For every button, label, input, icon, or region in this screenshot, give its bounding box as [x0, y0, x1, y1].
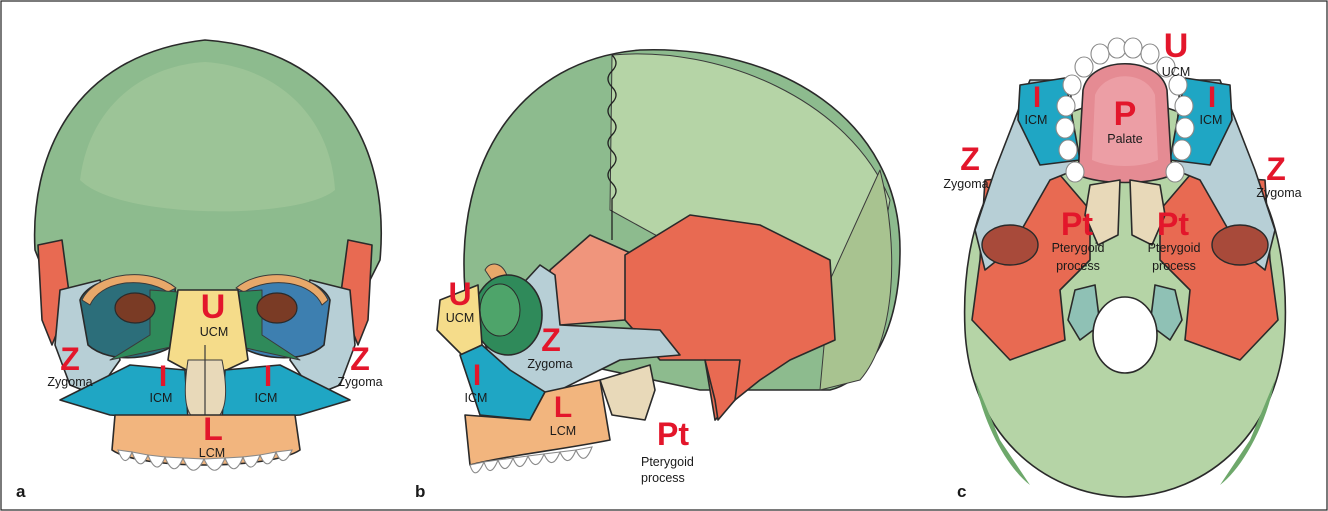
label-c-P: P: [1114, 95, 1137, 133]
label-c-I-right: I: [1208, 81, 1216, 114]
label-c-U: U: [1164, 27, 1189, 65]
label-b-Pt: Pt: [657, 416, 689, 452]
label-c-UCM: UCM: [1162, 65, 1190, 79]
right-lacrimal-brown: [257, 293, 297, 323]
label-a-Z-right: Z: [350, 341, 370, 377]
label-a-L: L: [203, 411, 223, 447]
foramen-magnum: [1093, 297, 1157, 373]
label-c-process-left: process: [1056, 259, 1100, 273]
label-a-Zygoma-right: Zygoma: [337, 375, 382, 389]
label-a-Z-left: Z: [60, 341, 80, 377]
label-c-Pterygoid-left: Pterygoid: [1052, 241, 1105, 255]
label-c-process-right: process: [1152, 259, 1196, 273]
label-c-Pterygoid-right: Pterygoid: [1148, 241, 1201, 255]
label-b-I: I: [473, 359, 481, 392]
label-c-Z-left: Z: [960, 141, 980, 177]
label-c-Pt-left: Pt: [1061, 206, 1093, 242]
label-c-Pt-right: Pt: [1157, 206, 1189, 242]
label-b-U: U: [448, 276, 471, 312]
label-b-Pterygoid: Pterygoid: [641, 455, 694, 469]
label-a-ICM-right: ICM: [255, 391, 278, 405]
label-c-ICM-right: ICM: [1200, 113, 1223, 127]
label-b-L: L: [554, 391, 572, 424]
left-mandibular-fossa: [982, 225, 1038, 265]
panel-letter-c: c: [957, 482, 966, 501]
label-c-ICM-left: ICM: [1025, 113, 1048, 127]
label-b-LCM: LCM: [550, 424, 576, 438]
label-c-I-left: I: [1033, 81, 1041, 114]
label-a-Zygoma-left: Zygoma: [47, 375, 92, 389]
label-b-ICM: ICM: [465, 391, 488, 405]
label-b-Z: Z: [541, 322, 561, 358]
label-a-U: U: [201, 288, 226, 326]
lateral-orbit-inner: [480, 284, 520, 336]
label-c-Zygoma-left: Zygoma: [943, 177, 988, 191]
label-a-I-left: I: [159, 360, 167, 393]
label-c-Palate: Palate: [1107, 132, 1142, 146]
label-b-Zygoma: Zygoma: [527, 357, 572, 371]
label-b-UCM: UCM: [446, 311, 474, 325]
left-lacrimal-brown: [115, 293, 155, 323]
right-mandibular-fossa: [1212, 225, 1268, 265]
label-a-ICM-left: ICM: [150, 391, 173, 405]
label-a-I-right: I: [264, 360, 272, 393]
label-a-UCM: UCM: [200, 325, 228, 339]
panel-letter-a: a: [16, 482, 26, 501]
label-c-Z-right: Z: [1266, 151, 1286, 187]
label-b-process: process: [641, 471, 685, 485]
label-c-Zygoma-right: Zygoma: [1256, 186, 1301, 200]
panel-letter-b: b: [415, 482, 425, 501]
label-a-LCM: LCM: [199, 446, 225, 460]
